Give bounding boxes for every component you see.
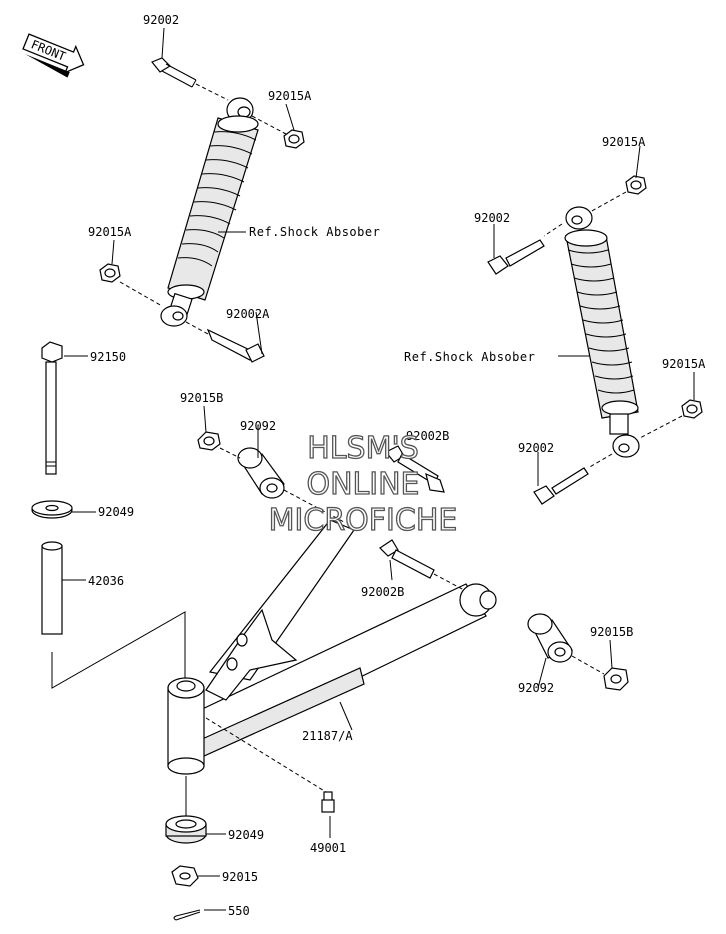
right-shock-absorber: [487, 175, 703, 505]
callout-92002B-top: 92002B: [406, 429, 449, 443]
callout-92015A-right-mid: 92015A: [662, 357, 706, 371]
callout-92049-bottom: 92049: [228, 828, 264, 842]
callout-42036: 42036: [88, 574, 124, 588]
callout-92092-left: 92092: [240, 419, 276, 433]
callout-92002A: 92002A: [226, 307, 270, 321]
callout-21187A: 21187/A: [302, 729, 353, 743]
callout-550: 550: [228, 904, 250, 918]
callout-92002B-mid: 92002B: [361, 585, 404, 599]
callout-ref-shock-left: Ref.Shock Absober: [249, 225, 380, 239]
right-spring: [564, 229, 639, 419]
callout-92150: 92150: [90, 350, 126, 364]
lower-stack: [165, 717, 335, 921]
callout-ref-shock-right: Ref.Shock Absober: [404, 350, 535, 364]
nut-92015A-top: [251, 115, 305, 149]
swing-arm-21187A: [167, 519, 497, 775]
bushing-92092-right: [527, 613, 573, 663]
callout-92002-right-low: 92002: [518, 441, 554, 455]
watermark-line-2: ONLINE: [306, 467, 419, 502]
leader-lines: [62, 27, 695, 911]
callout-92002-top: 92002: [143, 13, 179, 27]
bolt-92002A: [185, 321, 265, 363]
bushing-92092-left: [237, 447, 285, 499]
watermark-line-1: HLSM'S: [307, 431, 419, 466]
callout-92015: 92015: [222, 870, 258, 884]
callout-92015A-left: 92015A: [88, 225, 132, 239]
callout-92002-right: 92002: [474, 211, 510, 225]
callout-labels: 92002 92015A Ref.Shock Absober 92015A 92…: [88, 13, 706, 918]
bolt-92002-top: [151, 57, 229, 101]
watermark: HLSM'S ONLINE MICROFICHE: [268, 430, 458, 538]
callout-92015B-left: 92015B: [180, 391, 223, 405]
nut-92015A-left: [99, 263, 163, 307]
pivot-stack: [31, 341, 186, 689]
callout-92049-top: 92049: [98, 505, 134, 519]
callout-49001: 49001: [310, 841, 346, 855]
watermark-line-3: MICROFICHE: [269, 503, 458, 538]
callout-92015B-right: 92015B: [590, 625, 633, 639]
callout-92015A-right-top: 92015A: [602, 135, 646, 149]
front-arrow-icon: FRONT: [22, 33, 85, 78]
left-spring: [167, 115, 259, 301]
callout-92015A-top: 92015A: [268, 89, 312, 103]
callout-92092-right: 92092: [518, 681, 554, 695]
left-shock-absorber: [99, 57, 305, 363]
